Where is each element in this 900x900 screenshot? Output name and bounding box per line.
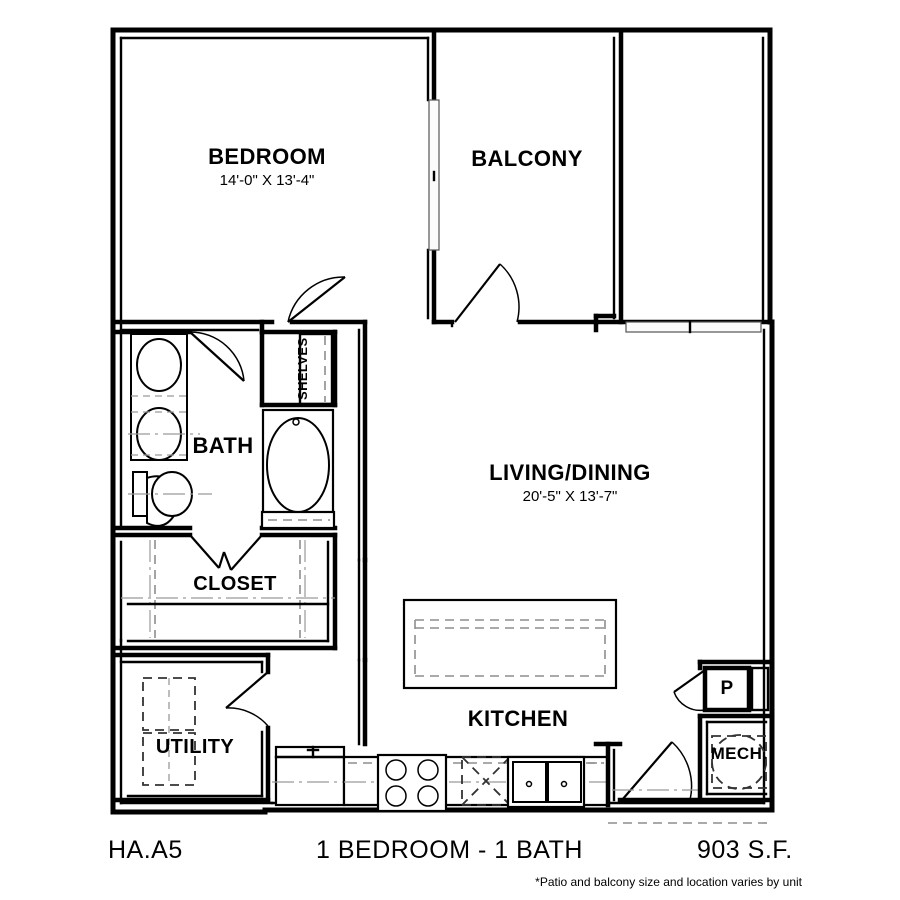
bath-walls [110,329,338,531]
entry-door-swing [671,741,693,801]
pantry-door-swing [673,691,706,712]
footer: HA.A5 1 BEDROOM - 1 BATH 903 S.F. *Patio… [0,828,900,900]
balcony-door-leaf [454,263,501,323]
balcony-walls [431,27,629,333]
plan-footnote: *Patio and balcony size and location var… [535,875,802,889]
plan-title: 1 BEDROOM - 1 BATH [316,836,583,864]
entry-door [608,741,772,824]
living-window [625,321,762,333]
closet-door-leaf-mid2 [222,551,233,571]
water-heater [711,734,767,790]
bathtub-basin [266,417,330,513]
plan-code: HA.A5 [108,836,183,864]
plan-area: 903 S.F. [697,836,793,864]
exterior-walls [110,27,775,815]
sink-basin-1 [136,338,182,392]
washer [142,677,196,731]
living-dining-walls [357,319,773,747]
refrigerator [274,745,346,807]
burner-4 [417,785,439,807]
burner-1 [385,759,407,781]
closet-walls [110,532,338,651]
bedroom-door [287,276,346,323]
sink-drain-right [560,780,568,788]
bedroom-door-swing [287,276,346,323]
utility-walls [110,652,271,803]
pantry-side-shelf [750,666,770,712]
burner-3 [385,785,407,807]
pantry-mechanical [673,659,775,803]
closet-door-leaf-mid [217,551,226,569]
shelves-closet [298,332,336,406]
bath-door-swing [189,331,245,382]
utility-door-swing [225,707,269,727]
closet-door-leaf-left [189,534,220,569]
bedroom-door-leaf [287,276,346,323]
pantry-closet [702,665,752,713]
kitchen-fixtures [272,598,623,813]
pantry-door-leaf [673,669,706,693]
utility-door-leaf [225,671,269,709]
range [376,753,448,813]
burner-2 [417,759,439,781]
sink-drain-left [525,780,533,788]
dishwasher [461,756,511,806]
entry-door-leaf [621,741,673,801]
balcony-door-swing [499,263,520,323]
kitchen-island [402,598,618,690]
closet-door-leaf-right [230,534,263,571]
bathtub-drain [292,418,300,426]
bath-door-leaf [189,331,245,382]
bedroom-walls [110,27,440,335]
dryer [142,732,196,786]
